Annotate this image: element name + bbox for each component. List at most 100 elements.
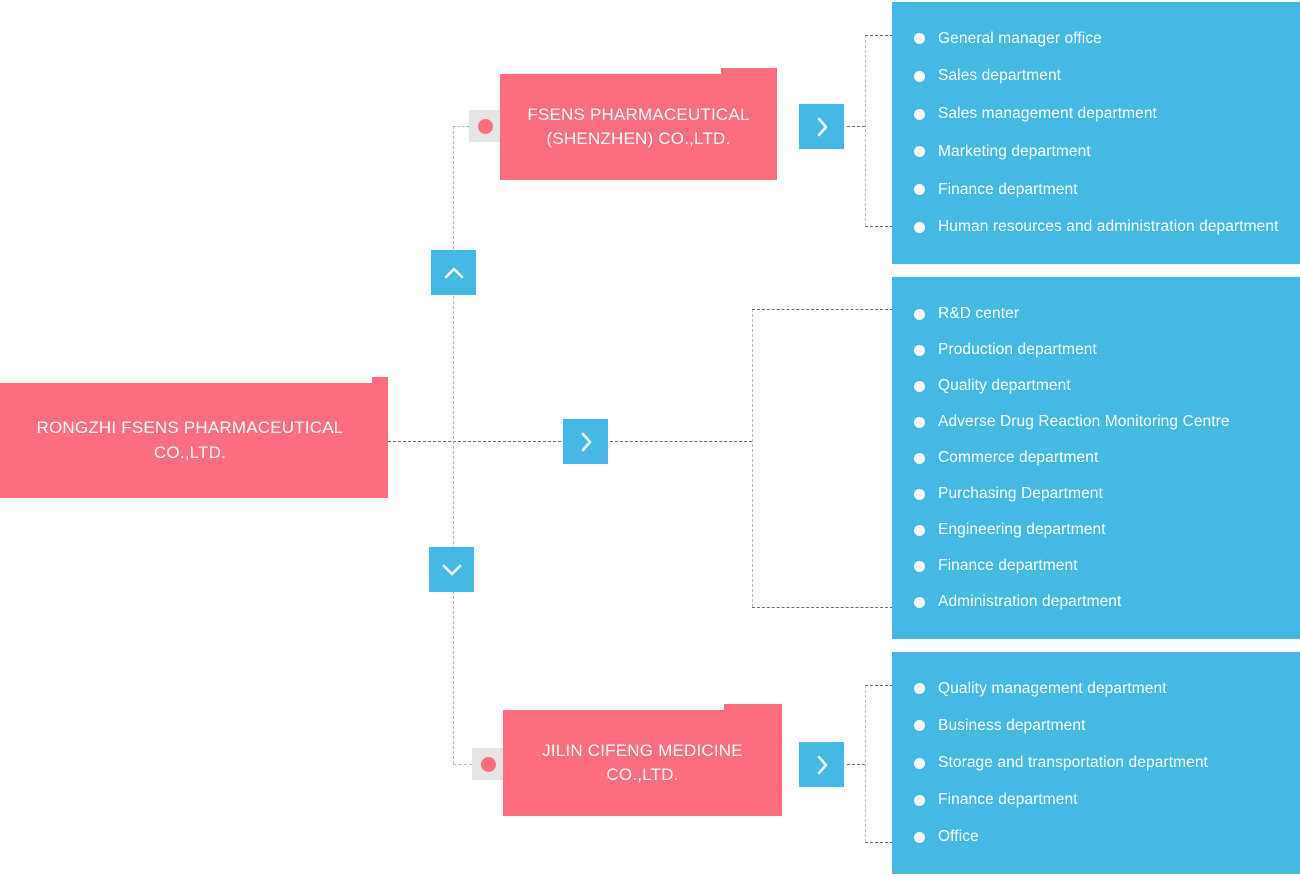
list-item[interactable]: General manager office [892,20,1300,58]
connector-spine-to-jilin [453,764,472,765]
collapse-marker-shenzhen[interactable] [469,110,501,142]
bullet-icon [914,416,925,428]
list-item[interactable]: Sales management department [892,95,1300,133]
department-label: General manager office [938,29,1102,47]
department-label: Human resources and administration depar… [938,218,1279,236]
node-notch [721,68,777,74]
branch-node-jilin[interactable]: JILIN CIFENG MEDICINE CO.,LTD. [503,704,782,816]
toggle-right-shenzhen-button[interactable] [799,104,844,149]
department-label: Finance department [938,557,1078,574]
connector-shenzhen-fan-top [865,35,893,36]
list-item[interactable]: Engineering department [892,512,1300,548]
chevron-right-icon [817,117,827,136]
connector-jilin-fan-bottom [865,842,893,843]
bullet-icon [914,108,925,120]
department-label: Finance department [938,791,1078,809]
department-label: Office [938,828,979,846]
bullet-icon [914,524,925,536]
connector-jilin-fan-top [865,685,893,686]
toggle-right-jilin-button[interactable] [799,742,844,787]
list-item[interactable]: Production department [892,332,1300,368]
chevron-up-icon [444,267,463,278]
department-panel-rongzhi: R&D center Production department Quality… [892,277,1300,639]
connector-spine-to-shenzhen [453,126,469,127]
node-notch [372,377,388,383]
bullet-icon [914,221,925,233]
connector-shenzhen-fan-vertical [865,35,866,226]
list-item[interactable]: Human resources and administration depar… [892,208,1300,246]
bullet-icon [914,757,925,769]
bullet-icon [914,344,925,356]
list-item[interactable]: Commerce department [892,440,1300,476]
list-item[interactable]: Storage and transportation department [892,744,1300,781]
bullet-icon [914,683,925,695]
list-item[interactable]: Purchasing Department [892,476,1300,512]
toggle-down-button[interactable] [429,547,474,592]
bullet-icon [914,831,925,843]
list-item[interactable]: Office [892,819,1300,856]
list-item[interactable]: Adverse Drug Reaction Monitoring Centre [892,404,1300,440]
department-label: Finance department [938,180,1078,198]
bullet-icon [914,308,925,320]
department-label: Quality department [938,377,1071,394]
list-item[interactable]: Sales department [892,58,1300,96]
connector-root-to-spine [388,441,586,442]
bullet-icon [914,380,925,392]
connector-jilin-toggle-out [847,764,865,765]
department-label: R&D center [938,305,1020,322]
department-label: Marketing department [938,142,1091,160]
list-item[interactable]: Marketing department [892,133,1300,171]
connector-rongzhi-fan-vertical [752,309,753,607]
connector-rongzhi-fan-bottom [752,607,893,608]
list-item[interactable]: Business department [892,707,1300,744]
chevron-right-icon [817,755,827,774]
chevron-right-icon [581,432,591,451]
bullet-icon [914,720,925,732]
bullet-icon [914,146,925,158]
bullet-icon [914,488,925,500]
root-node[interactable]: RONGZHI FSENS PHARMACEUTICAL CO.,LTD. [0,377,388,498]
bullet-icon [914,184,925,195]
department-label: Engineering department [938,521,1106,538]
collapse-marker-jilin[interactable] [472,748,504,780]
bullet-icon [914,70,925,82]
department-label: Adverse Drug Reaction Monitoring Centre [938,413,1230,430]
department-label: Business department [938,716,1086,734]
department-label: Production department [938,341,1097,358]
list-item[interactable]: Finance department [892,548,1300,584]
toggle-right-rongzhi-button[interactable] [563,419,608,464]
department-label: Storage and transportation department [938,754,1208,771]
toggle-up-button[interactable] [431,250,476,295]
collapsed-dot-icon [480,756,496,772]
department-label: Commerce department [938,449,1099,466]
chevron-down-icon [442,564,461,575]
collapsed-dot-icon [477,118,493,134]
list-item[interactable]: Quality department [892,368,1300,404]
bullet-icon [914,794,925,806]
branch-node-shenzhen-label: FSENS PHARMACEUTICAL (SHENZHEN) CO.,LTD. [527,104,750,148]
branch-node-shenzhen[interactable]: FSENS PHARMACEUTICAL (SHENZHEN) CO.,LTD. [500,68,777,180]
list-item[interactable]: Quality management department [892,670,1300,707]
department-label: Sales management department [938,105,1157,123]
root-node-label: RONGZHI FSENS PHARMACEUTICAL CO.,LTD. [36,418,344,462]
branch-node-jilin-label: JILIN CIFENG MEDICINE CO.,LTD. [542,740,743,784]
department-label: Administration department [938,593,1122,610]
connector-spine-vertical [453,126,454,764]
department-label: Quality management department [938,679,1167,697]
list-item[interactable]: R&D center [892,296,1300,332]
connector-shenzhen-toggle-out [847,126,865,127]
node-notch [724,704,782,710]
department-label: Purchasing Department [938,485,1103,502]
connector-rongzhi-toggle-out [610,441,752,442]
bullet-icon [914,452,925,464]
connector-jilin-fan-vertical [865,685,866,842]
bullet-icon [914,33,925,45]
list-item[interactable]: Finance department [892,782,1300,819]
connector-shenzhen-fan-bottom [865,226,893,227]
list-item[interactable]: Finance department [892,171,1300,209]
bullet-icon [914,596,925,608]
list-item[interactable]: Administration department [892,584,1300,620]
department-panel-shenzhen: General manager office Sales department … [892,2,1300,264]
bullet-icon [914,560,925,572]
